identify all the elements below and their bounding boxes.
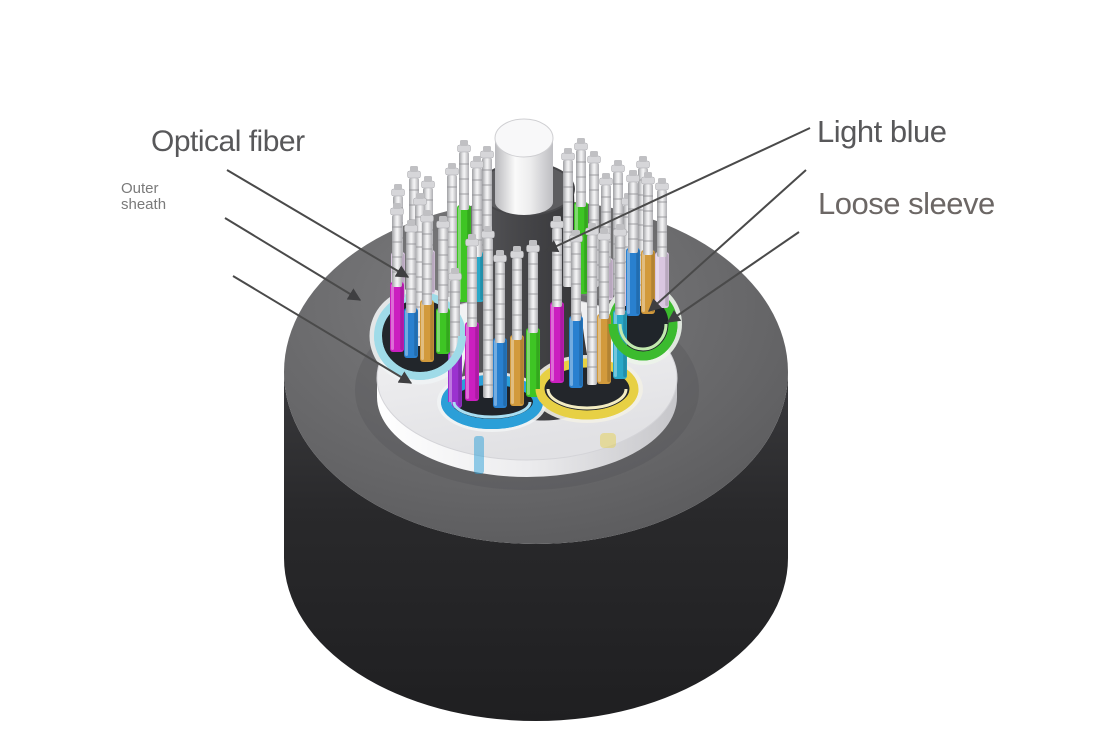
fiber-rod [550,216,564,383]
fiber-rod [465,234,479,401]
fiber-rod [655,178,669,308]
fiber-rod [613,224,627,379]
fiber-rod [404,220,418,358]
leader-line-loose-sleeve-2 [666,231,800,323]
blue-reflection-streak [474,436,484,474]
leader-line-loose-sleeve-1 [648,169,807,312]
optical-fiber-label: Optical fiber [151,125,305,158]
light-blue-label: Light blue [817,114,947,149]
outer-sheath-label-line2: sheath [121,196,167,213]
leader-line-outer-sheath [224,217,362,301]
optical-fibers [390,138,669,408]
fiber-rod [436,216,450,354]
leader-line-optical-fiber [226,169,410,278]
inner-filler-rim [377,378,677,477]
fiber-rod [641,172,655,314]
outer-sheath-label: Outer sheath [121,181,166,213]
leader-lines [224,127,811,384]
leader-line-filler [232,275,413,384]
fiber-rod [626,170,640,316]
leader-line-light-blue [544,127,811,252]
fiber-rod [569,230,583,388]
fiber-rod [597,228,611,384]
fiber-rod [390,203,404,352]
central-strength-member [495,138,553,215]
fiber-rod [493,250,507,408]
loose-tube-front-rims [374,323,678,429]
fiber-rod [420,210,434,362]
fiber-rod-silver [561,148,575,287]
outer-sheath-body [284,372,788,721]
outer-sheath-label-line1: Outer [121,180,159,197]
fiber-rod-silver [585,223,599,385]
yellow-reflection-streak [600,433,616,448]
fiber-rod [526,240,540,397]
central-strength-member-top [494,118,554,158]
fiber-rod [510,246,524,406]
fiber-rod-silver [445,163,459,297]
loose-sleeve-label: Loose sleeve [818,186,995,221]
fiber-rod-silver [481,226,495,398]
